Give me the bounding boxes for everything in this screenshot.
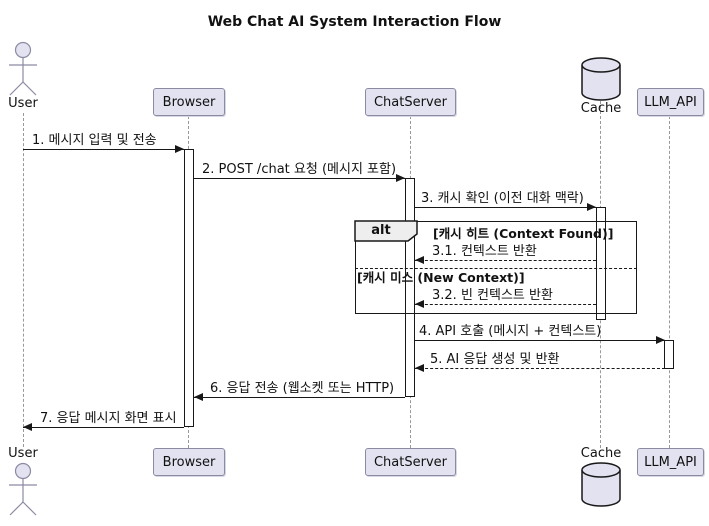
message-5-line [415,368,665,369]
participant-chatserver-bottom-label: ChatServer [373,454,447,470]
lifeline-user [23,113,24,447]
message-3-1-line [415,260,596,261]
participant-chatserver-top: ChatServer [365,88,456,116]
activation-chatserver [405,178,415,397]
activation-cache [596,207,606,320]
participant-chatserver-label: ChatServer [373,94,447,110]
message-5-label: 5. AI 응답 생성 및 반환 [430,352,560,367]
message-1-label: 1. 메시지 입력 및 전송 [32,133,157,148]
participant-cache-top-label: Cache [580,101,622,116]
message-2-line [194,178,405,179]
activation-browser [184,149,194,427]
alt-frame [355,221,637,314]
message-4-line [415,340,665,341]
participant-browser-bottom-label: Browser [162,454,216,470]
cache-database-icon-bottom [581,462,621,507]
participant-llm-api-label: LLM_API [644,94,697,110]
participant-browser-top: Browser [153,88,225,116]
message-3-1-label: 3.1. 컨텍스트 반환 [432,244,537,259]
message-7-arrowhead [23,423,32,431]
lifeline-llm-api [669,116,670,448]
message-1-line [23,149,184,150]
message-4-arrowhead [656,336,665,344]
activation-llm-api [664,340,674,369]
message-3-label: 3. 캐시 확인 (이전 대화 맥락) [421,191,584,206]
alt-operator-label: alt [371,223,391,238]
participant-browser-label: Browser [162,94,216,110]
cache-database-icon-top [581,57,621,101]
message-6-label: 6. 응답 전송 (웹소켓 또는 HTTP) [210,381,395,396]
message-3-2-line [415,304,596,305]
message-7-line [23,427,184,428]
participant-user-top-label: User [8,96,38,111]
message-3-1-arrowhead [415,256,424,264]
participant-chatserver-bottom: ChatServer [365,448,456,476]
alt-divider [355,268,637,269]
message-6-arrowhead [194,393,203,401]
message-2-label: 2. POST /chat 요청 (메시지 포함) [202,162,397,177]
participant-browser-bottom: Browser [153,448,225,476]
message-4-label: 4. API 호출 (메시지 + 컨텍스트) [419,324,602,339]
message-7-label: 7. 응답 메시지 화면 표시 [40,411,177,426]
user-actor-icon [9,41,37,96]
message-3-line [415,207,596,208]
user-actor-icon-bottom [9,462,37,516]
message-6-line [194,397,405,398]
participant-llm-api-top: LLM_API [637,88,704,116]
alt-operator-pentagon [354,220,418,242]
message-5-arrowhead [415,364,424,372]
message-2-arrowhead [396,174,405,182]
message-1-arrowhead [175,145,184,153]
message-3-2-label: 3.2. 빈 컨텍스트 반환 [432,288,553,303]
participant-llm-api-bottom: LLM_API [637,448,704,476]
message-3-2-arrowhead [415,300,424,308]
diagram-title: Web Chat AI System Interaction Flow [207,14,502,30]
participant-llm-api-bottom-label: LLM_API [644,454,697,470]
message-3-arrowhead [587,203,596,211]
participant-cache-bottom-label: Cache [580,446,622,461]
alt-condition-miss: [캐시 미스 (New Context)] [357,270,525,285]
participant-user-bottom-label: User [8,446,38,461]
alt-condition-hit: [캐시 히트 (Context Found)] [433,226,614,241]
